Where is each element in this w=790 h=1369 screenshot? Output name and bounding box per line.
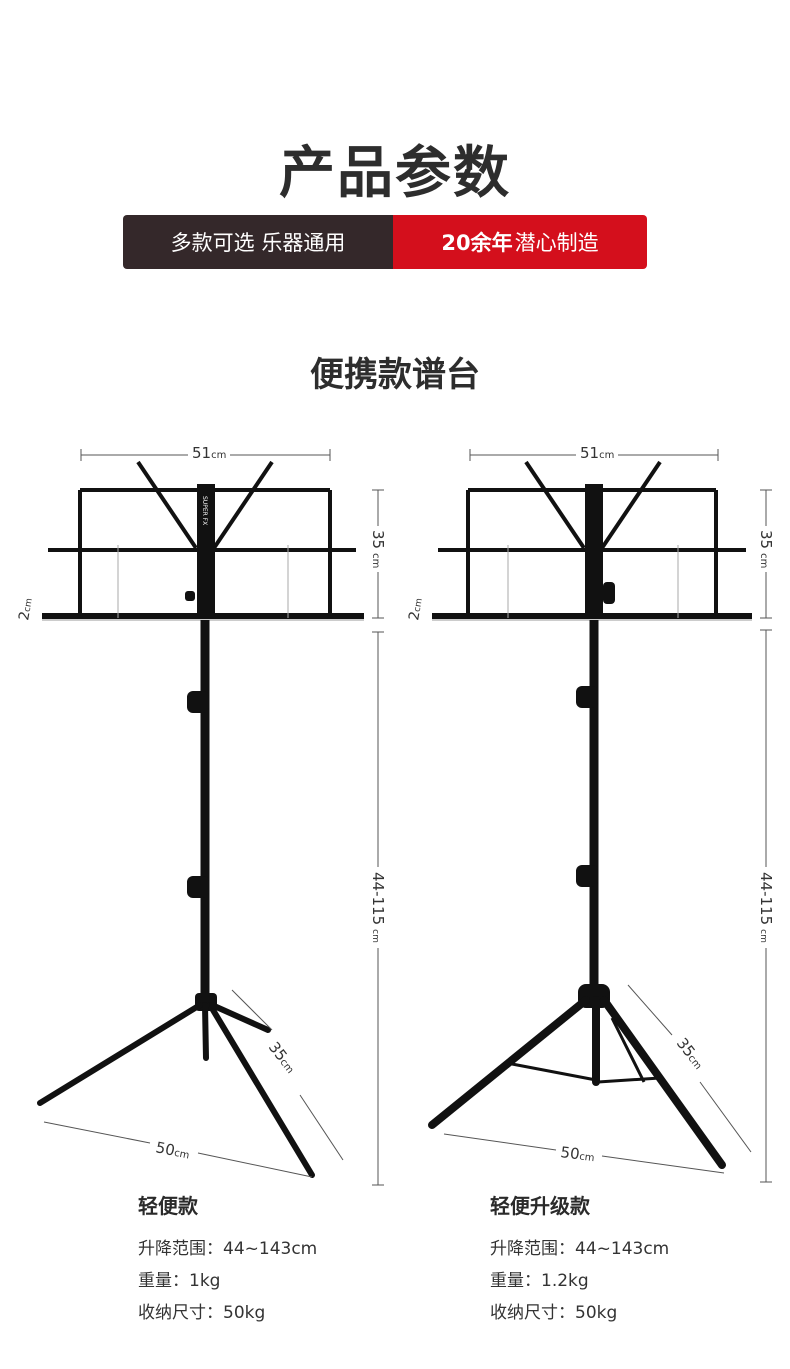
brand-logo-left: SUPER FX (201, 496, 208, 525)
width-label-right: 51cm (580, 444, 614, 462)
base-dimension-left (43, 1121, 313, 1178)
pole-height-label-left: 44-115cm (369, 872, 387, 943)
tilt-knob-right (603, 582, 615, 604)
desk-height-label-right: 35cm (757, 530, 775, 568)
leg-label-left: 35cm (265, 1038, 300, 1076)
spec-size: 收纳尺寸：50kg (138, 1303, 266, 1323)
width-dimension-left (80, 449, 331, 461)
spec-lightweight: 轻便款 升降范围：44~143cm 重量：1kg 收纳尺寸：50kg (138, 1190, 317, 1329)
product-name: 轻便款 (138, 1194, 198, 1218)
center-plate-right (585, 484, 603, 614)
spec-range: 升降范围：44~143cm (490, 1239, 670, 1259)
pole-knob-lower-left (187, 876, 209, 898)
spec-upgraded: 轻便升级款 升降范围：44~143cm 重量：1.2kg 收纳尺寸：50kg (490, 1190, 669, 1329)
banner-right-text: 潜心制造 (514, 231, 599, 255)
leg-label-right: 35cm (673, 1034, 708, 1072)
leg-dimension-right (627, 984, 752, 1153)
width-label-left: 51cm (192, 444, 226, 462)
spec-range: 升降范围：44~143cm (138, 1239, 318, 1259)
pole-height-dimension-right (760, 629, 772, 1183)
leg-dimension-left (231, 989, 344, 1161)
spec-size: 收纳尺寸：50kg (490, 1303, 618, 1323)
product-name: 轻便升级款 (490, 1194, 590, 1218)
feature-banner: 多款可选 乐器通用 20余年潜心制造 (123, 215, 647, 269)
pole-height-dimension-left (372, 631, 384, 1186)
width-dimension-right (469, 449, 719, 461)
legs-left (37, 1002, 315, 1178)
legs-right (428, 996, 726, 1169)
base-label-left: 50cm (154, 1138, 191, 1162)
section-title: 便携款谱台 (310, 355, 480, 395)
page-title: 产品参数 (279, 141, 511, 206)
stand-lightweight: 51cm SUPER FX 35cm 2cm (16, 444, 387, 1186)
spec-weight: 重量：1.2kg (490, 1271, 589, 1291)
base-label-right: 50cm (560, 1143, 596, 1165)
pole-knob-lower-right (576, 865, 598, 887)
desk-height-label-left: 35cm (369, 530, 387, 568)
pole-knob-upper-right (576, 686, 598, 708)
spec-weight: 重量：1kg (138, 1271, 221, 1291)
desk-height-dimension-right (760, 489, 772, 619)
depth-label-left: 2cm (16, 597, 36, 622)
center-plate-left (197, 484, 215, 614)
base-dimension-right (443, 1133, 725, 1174)
depth-label-right: 2cm (406, 597, 426, 622)
banner-left: 多款可选 乐器通用 (123, 215, 393, 269)
desk-height-dimension-left (372, 489, 384, 619)
stand-upgraded: 51cm 35cm 2cm (406, 444, 775, 1183)
pole-knob-upper-left (187, 691, 209, 713)
banner-right: 20余年潜心制造 (393, 215, 647, 269)
pole-height-label-right: 44-115cm (757, 872, 775, 943)
banner-right-bold: 20余年 (441, 231, 513, 255)
